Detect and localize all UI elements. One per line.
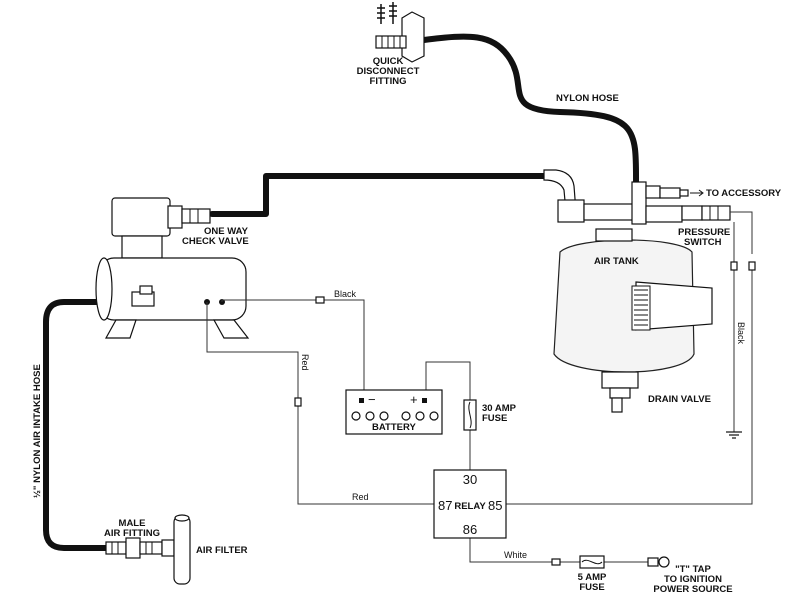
male-air-fitting-label-2: AIR FITTING	[104, 528, 160, 539]
quick-disconnect-label-3: FITTING	[370, 76, 407, 87]
check-valve-label-2: CHECK VALVE	[182, 236, 249, 247]
relay-terminal-87: 87	[438, 498, 452, 513]
wire-label-red-bottom: Red	[352, 492, 369, 502]
compressor	[95, 197, 250, 339]
pressure-switch-label-1: PRESSURE	[678, 227, 730, 238]
relay-label: RELAY	[454, 501, 486, 512]
wire-relay-85	[506, 262, 753, 505]
relay-terminal-86: 86	[463, 522, 477, 537]
t-tap-connector	[647, 556, 670, 568]
t-tap-label-3: POWER SOURCE	[653, 584, 732, 595]
fuse-30-amp	[463, 399, 477, 431]
t-tap-label-1: "T" TAP	[675, 564, 711, 575]
drain-valve-label: DRAIN VALVE	[648, 394, 711, 405]
fuse-5-amp	[579, 555, 605, 569]
pressure-switch-label-2: SWITCH	[684, 237, 722, 248]
wire-white	[469, 538, 552, 563]
intake-hose-label: ½" NYLON AIR INTAKE HOSE	[32, 364, 43, 498]
ground-icon	[726, 431, 742, 439]
wire-battery-fuse	[425, 361, 471, 400]
battery	[345, 389, 443, 435]
t-tap-label-2: TO IGNITION	[664, 574, 722, 585]
wire-connectors	[294, 261, 756, 566]
fuse-30-label-2: FUSE	[482, 413, 507, 424]
quick-disconnect-label-1: QUICK	[373, 56, 404, 67]
fuse-5-label-1: 5 AMP	[578, 572, 607, 583]
compressor-to-tank-hose	[209, 173, 551, 217]
fuse-30-label-1: 30 AMP	[482, 403, 517, 414]
quick-disconnect-fitting	[375, 2, 425, 63]
wire-label-red-left: Red	[300, 354, 310, 371]
battery-negative: −	[368, 392, 376, 407]
battery-positive: +	[410, 392, 418, 407]
relay-terminal-30: 30	[463, 472, 477, 487]
air-filter-label: AIR FILTER	[196, 545, 248, 556]
quick-disconnect-label-2: DISCONNECT	[357, 66, 420, 77]
to-accessory-label: TO ACCESSORY	[706, 188, 782, 199]
air-tank-label: AIR TANK	[594, 256, 639, 267]
wire-label-black-right: Black	[736, 322, 746, 345]
relay-terminal-85: 85	[488, 498, 502, 513]
wire-label-black-battery: Black	[334, 289, 357, 299]
wire-black-battery	[221, 299, 316, 302]
air-tank	[553, 228, 713, 413]
male-air-fitting	[105, 537, 163, 559]
air-filter	[161, 514, 191, 585]
wire-red-left	[206, 302, 434, 505]
tank-manifold	[543, 169, 731, 225]
battery-label: BATTERY	[372, 422, 416, 433]
nylon-hose	[421, 33, 640, 193]
relay	[433, 469, 507, 539]
wire-label-white: White	[504, 550, 527, 560]
nylon-hose-label: NYLON HOSE	[556, 93, 619, 104]
male-air-fitting-label-1: MALE	[119, 518, 146, 529]
check-valve-label-1: ONE WAY	[204, 226, 249, 237]
fuse-5-label-2: FUSE	[579, 582, 604, 593]
intake-hose	[43, 299, 135, 551]
